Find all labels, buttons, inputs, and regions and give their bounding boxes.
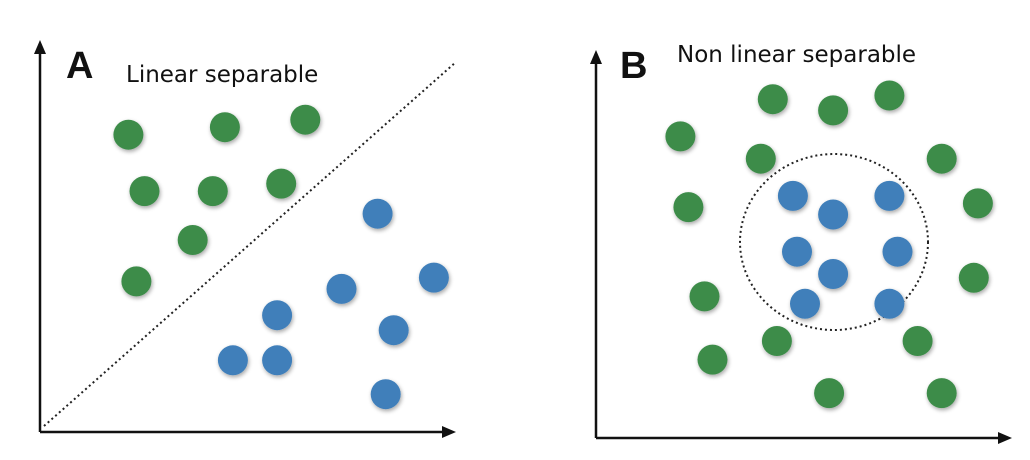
panel-b-class-a-point-6 bbox=[673, 192, 704, 223]
panel-b-class-a-point-8 bbox=[689, 281, 720, 312]
panel-a-letter: A bbox=[66, 45, 93, 87]
panel-b-class-a-point-9 bbox=[958, 262, 989, 293]
panel-b-class-a-point-10 bbox=[697, 344, 728, 375]
panel-b-class-a-point-14 bbox=[926, 378, 957, 409]
panel-a-class-b-point-7 bbox=[370, 379, 401, 410]
panel-b-letter: B bbox=[620, 45, 647, 87]
panel-a-linear-boundary bbox=[43, 61, 457, 427]
panel-a-y-axis-arrow bbox=[34, 40, 46, 54]
panel-a-class-a-point-0 bbox=[113, 119, 144, 150]
panel-b-class-a-point-1 bbox=[757, 84, 788, 115]
panel-a-class-a-point-2 bbox=[290, 104, 321, 135]
panel-a-class-a-point-1 bbox=[209, 112, 240, 143]
panel-a-class-a-point-6 bbox=[177, 225, 208, 255]
panel-a-class-a-point-5 bbox=[266, 168, 297, 199]
panel-b-class-a-point-11 bbox=[761, 326, 792, 356]
panel-b-class-b-point-7 bbox=[874, 288, 905, 319]
panel-a-class-b-point-0 bbox=[362, 198, 393, 229]
panel-a: A Linear separable bbox=[34, 40, 457, 438]
panel-b-class-a-point-13 bbox=[814, 378, 845, 409]
panel-b-class-b-point-4 bbox=[882, 236, 913, 267]
panel-b-class-b-point-1 bbox=[818, 199, 849, 230]
panel-a-x-axis-arrow bbox=[442, 426, 456, 438]
panel-a-class-b-point-3 bbox=[262, 300, 293, 331]
panel-a-class-b-point-4 bbox=[378, 315, 409, 346]
panel-a-class-a-point-3 bbox=[129, 176, 160, 207]
panel-a-class-a-point-7 bbox=[121, 266, 152, 297]
panel-a-class-a-point-4 bbox=[197, 176, 228, 207]
panel-b-x-axis-arrow bbox=[998, 432, 1012, 444]
panel-a-class-b-point-6 bbox=[262, 345, 293, 376]
panel-b-class-a-point-12 bbox=[902, 326, 933, 356]
panel-b-circular-boundary bbox=[739, 153, 929, 331]
panel-b-class-b-point-0 bbox=[777, 180, 808, 211]
panel-b-class-b-point-5 bbox=[818, 259, 849, 289]
panel-b-caption: Non linear separable bbox=[677, 42, 916, 68]
panel-b-class-a-point-4 bbox=[745, 143, 776, 174]
panel-b-class-a-point-3 bbox=[874, 80, 905, 111]
panel-b-class-a-point-2 bbox=[818, 95, 849, 126]
panel-b-class-a-point-0 bbox=[665, 121, 696, 152]
panel-a-class-b-point-5 bbox=[217, 345, 248, 376]
panel-a-caption: Linear separable bbox=[126, 62, 318, 88]
panel-b-y-axis-arrow bbox=[590, 50, 602, 64]
panel-a-points bbox=[113, 104, 449, 410]
panel-b-class-b-point-6 bbox=[790, 288, 820, 319]
panel-b-class-b-point-3 bbox=[782, 236, 812, 267]
panel-a-class-b-point-1 bbox=[326, 273, 357, 304]
panel-a-class-b-point-2 bbox=[418, 262, 449, 293]
panel-b-class-a-point-5 bbox=[926, 143, 957, 174]
panel-b-points bbox=[665, 80, 993, 409]
panel-b: B Non linear separable bbox=[590, 42, 1012, 444]
panel-b-class-b-point-2 bbox=[874, 180, 905, 211]
panel-b-class-a-point-7 bbox=[962, 188, 993, 219]
